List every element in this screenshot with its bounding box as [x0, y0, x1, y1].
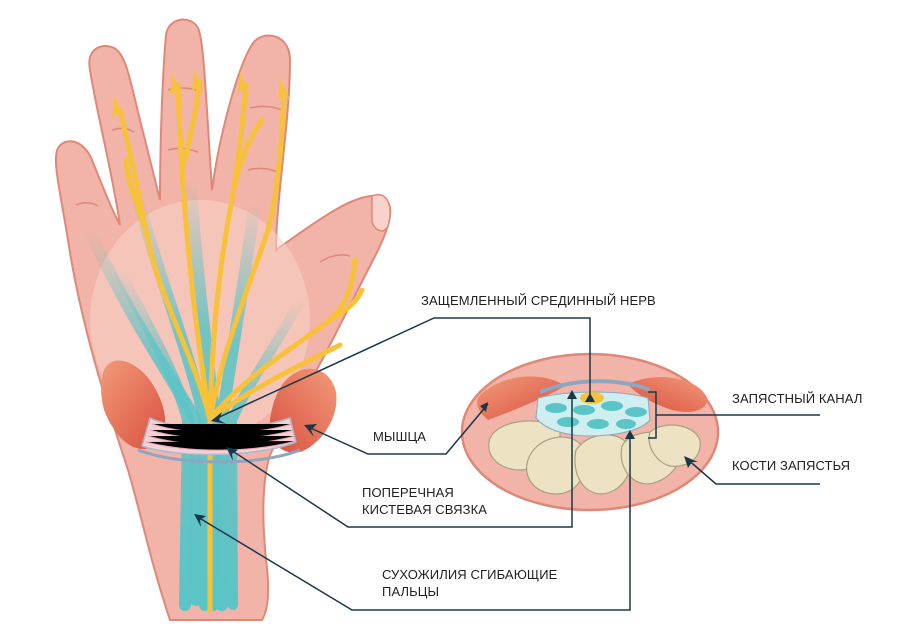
cross-muscle-right	[628, 377, 708, 412]
label-transverse-ligament-line1: ПОПЕРЕЧНАЯ	[362, 485, 454, 500]
label-carpal-bones: КОСТИ ЗАПЯСТЬЯ	[732, 458, 851, 473]
nerve-tips	[112, 70, 290, 118]
wrist-cross-section	[460, 352, 720, 512]
label-transverse-ligament-line2: КИСТЕВАЯ СВЯЗКА	[362, 502, 488, 517]
cross-muscle-left	[477, 376, 565, 420]
median-nerve	[117, 79, 365, 613]
ligament-arc	[137, 448, 301, 464]
leader-lines	[195, 317, 820, 611]
hand-illustration	[54, 18, 392, 621]
thumb-nail	[371, 193, 391, 232]
leader-arrowheads	[194, 390, 698, 527]
label-muscle: МЫШЦА	[373, 429, 427, 444]
carpal-bones	[488, 420, 701, 495]
ligament-fibers	[145, 423, 297, 451]
cross-ligament	[539, 379, 651, 394]
label-carpal-tunnel: ЗАПЯСТНЫЙ КАНАЛ	[732, 391, 863, 406]
label-flexor-tendons-line2: ПАЛЬЦЫ	[382, 584, 440, 599]
label-compressed-nerve: ЗАЩЕМЛЕННЫЙ СРЕДИННЫЙ НЕРВ	[421, 293, 656, 308]
cross-tendons	[545, 401, 647, 429]
label-flexor-tendons-line1: СУХОЖИЛИЯ СГИБАЮЩИЕ	[382, 567, 558, 582]
